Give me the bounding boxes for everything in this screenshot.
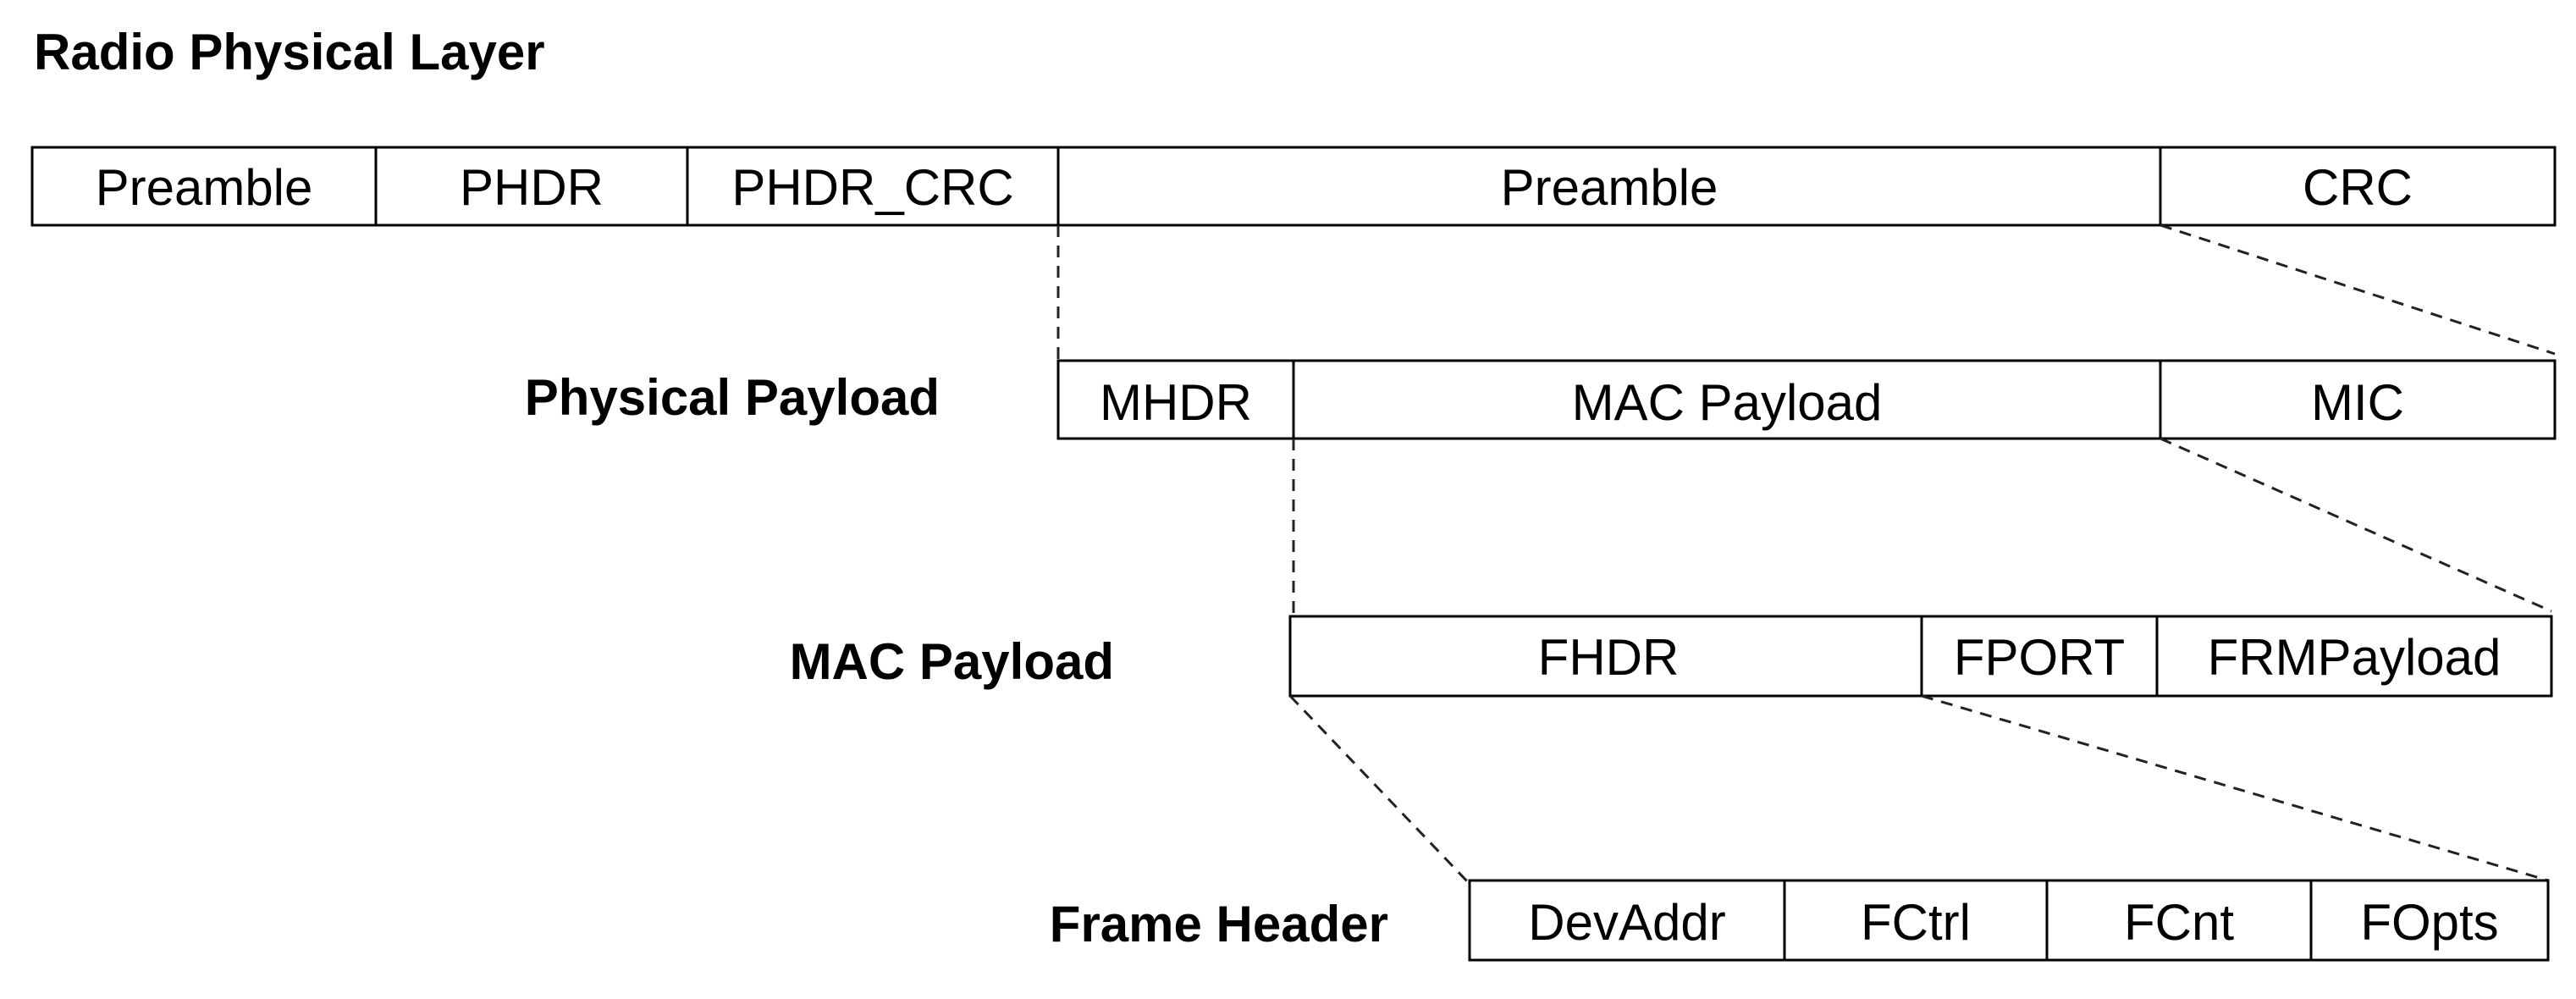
physical-cell-mic: MIC: [2311, 374, 2404, 431]
physical-payload-title: Physical Payload: [525, 369, 940, 426]
expansion-connector: [1288, 694, 1471, 886]
radio-layer-title: Radio Physical Layer: [34, 24, 545, 80]
frame-header-row: DevAddr FCtrl FCnt FOpts: [1468, 879, 2550, 962]
mac-payload-title: MAC Payload: [790, 633, 1114, 690]
mac-payload-row: FHDR FPORT FRMPayload: [1288, 615, 2553, 698]
radio-cell-phdr: PHDR: [460, 159, 604, 216]
header-cell-devaddr: DevAddr: [1528, 894, 1725, 951]
mac-cell-fport: FPORT: [1954, 629, 2125, 686]
physical-cell-mhdr: MHDR: [1100, 374, 1252, 431]
radio-cell-payload: Preamble: [1501, 159, 1718, 216]
physical-payload-frame: [1056, 359, 2557, 440]
physical-payload-row: MHDR MAC Payload MIC: [1056, 359, 2557, 440]
radio-layer-frame: [30, 146, 2557, 227]
radio-layer-row: Preamble PHDR PHDR_CRC Preamble CRC: [30, 146, 2557, 227]
header-cell-fctrl: FCtrl: [1861, 894, 1971, 951]
frame-header-title: Frame Header: [1050, 896, 1388, 952]
radio-cell-phdr-crc: PHDR_CRC: [731, 159, 1013, 216]
frame-header-frame: [1468, 879, 2550, 962]
mac-cell-fhdr: FHDR: [1538, 629, 1680, 686]
expansion-connector: [2160, 224, 2556, 356]
expansion-connector: [2160, 437, 2552, 613]
physical-cell-mac-payload: MAC Payload: [1572, 374, 1883, 431]
mac-cell-frmpayload: FRMPayload: [2208, 629, 2502, 686]
expansion-connector: [1921, 694, 2549, 882]
radio-cell-crc: CRC: [2303, 159, 2413, 216]
radio-cell-preamble: Preamble: [96, 159, 313, 216]
header-cell-fcnt: FCnt: [2124, 894, 2234, 951]
header-cell-fopts: FOpts: [2360, 894, 2498, 951]
